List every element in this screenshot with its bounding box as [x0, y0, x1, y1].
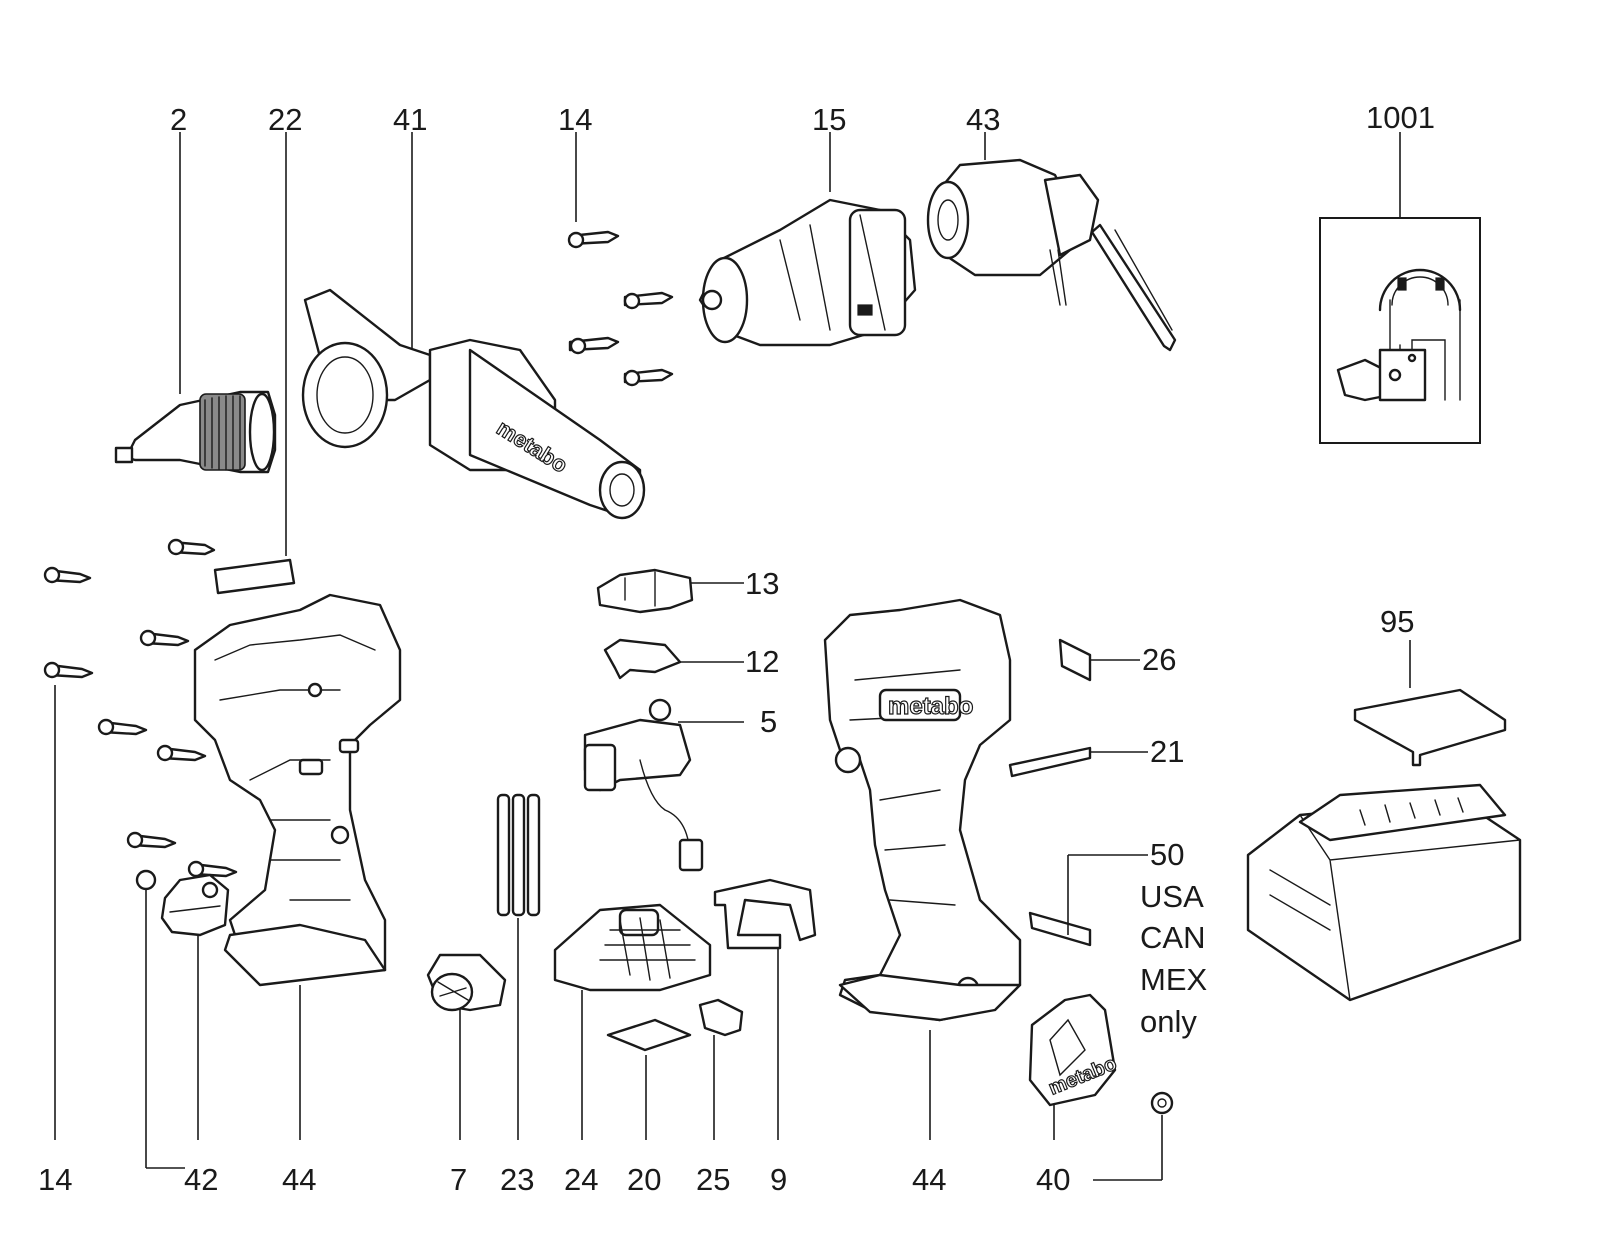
label-14-top: 14 — [558, 102, 592, 137]
part-22-label — [213, 132, 296, 595]
part-25-clip — [698, 998, 744, 1140]
part-15-gearbox — [698, 132, 917, 347]
part-9-bracket — [713, 878, 817, 1140]
label-7: 7 — [450, 1162, 467, 1197]
label-13: 13 — [745, 566, 779, 601]
label-9: 9 — [770, 1162, 787, 1197]
label-5: 5 — [760, 704, 777, 739]
part-44-right-housing: metabo — [823, 598, 1022, 1140]
part-23-tubes — [496, 793, 541, 1140]
part-20-label — [606, 1018, 692, 1140]
label-44-left: 44 — [282, 1162, 316, 1197]
note-50-line-2: CAN — [1140, 920, 1205, 955]
label-22: 22 — [268, 102, 302, 137]
part-1001-wiring-diagram — [1319, 132, 1481, 444]
part-21-label — [1008, 746, 1148, 778]
label-42: 42 — [184, 1162, 218, 1197]
part-13-clip — [596, 568, 744, 614]
part-24-electronics — [553, 903, 712, 1140]
label-41: 41 — [393, 102, 427, 137]
note-50-line-4: only — [1140, 1004, 1197, 1039]
svg-text:metabo: metabo — [888, 693, 973, 720]
label-26: 26 — [1142, 642, 1176, 677]
part-12-slider — [603, 638, 744, 680]
label-25: 25 — [696, 1162, 730, 1197]
label-24: 24 — [564, 1162, 598, 1197]
label-44-right: 44 — [912, 1162, 946, 1197]
label-2: 2 — [170, 102, 187, 137]
label-1001: 1001 — [1366, 100, 1435, 135]
note-50-line-1: USA — [1140, 879, 1204, 914]
part-number-labels: 2 22 41 14 15 43 1001 13 12 5 26 21 50 U… — [38, 100, 1435, 1197]
label-15: 15 — [812, 102, 846, 137]
label-50: 50 — [1150, 837, 1184, 872]
part-14-top-screws — [567, 132, 674, 387]
part-5-switch — [583, 698, 744, 872]
part-43-motor — [926, 132, 1177, 352]
note-50-line-3: MEX — [1140, 962, 1208, 997]
label-43: 43 — [966, 102, 1000, 137]
label-95: 95 — [1380, 604, 1414, 639]
part-44-left-housing — [193, 593, 402, 987]
left-housing-screws — [43, 538, 238, 891]
label-14-bottom: 14 — [38, 1162, 72, 1197]
part-26-label — [1058, 638, 1140, 682]
part-2-chuck — [114, 132, 277, 474]
part-95-battery — [1246, 640, 1522, 1002]
part-7-cap — [426, 953, 507, 1140]
label-40: 40 — [1036, 1162, 1070, 1197]
part-50-label — [1028, 854, 1148, 947]
part-42-switch-cover — [145, 873, 230, 1169]
label-21: 21 — [1150, 734, 1184, 769]
label-23: 23 — [500, 1162, 534, 1197]
label-12: 12 — [745, 644, 779, 679]
part-41-side-handle: metabo — [301, 132, 646, 520]
label-20: 20 — [627, 1162, 661, 1197]
